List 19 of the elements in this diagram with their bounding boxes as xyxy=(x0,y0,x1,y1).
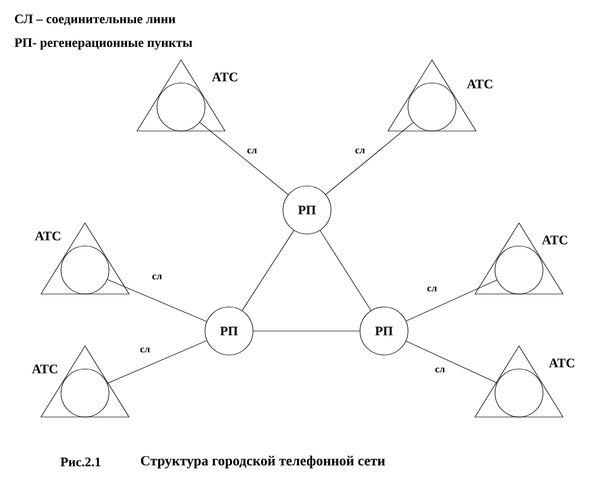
line xyxy=(107,279,207,322)
note-text: СЛ – соединительные лини xyxy=(14,14,176,26)
line xyxy=(320,230,372,311)
line xyxy=(406,340,498,384)
line xyxy=(406,280,498,322)
line xyxy=(325,122,414,195)
edge-label: сл xyxy=(426,286,438,292)
edge-label: сл xyxy=(150,274,164,280)
line xyxy=(253,330,360,332)
line xyxy=(107,340,207,384)
edge-label: сл xyxy=(434,366,446,374)
edge-label: сл xyxy=(246,148,258,154)
line xyxy=(242,230,294,311)
note-text: Рис.2.1 xyxy=(60,458,100,466)
note-text: РП- регенерационные пункты xyxy=(14,38,192,50)
caption: Структура городской телефонной сети xyxy=(141,456,385,468)
edge-label: сл xyxy=(354,148,366,154)
line xyxy=(200,122,288,195)
edge-label: сл xyxy=(138,346,152,354)
